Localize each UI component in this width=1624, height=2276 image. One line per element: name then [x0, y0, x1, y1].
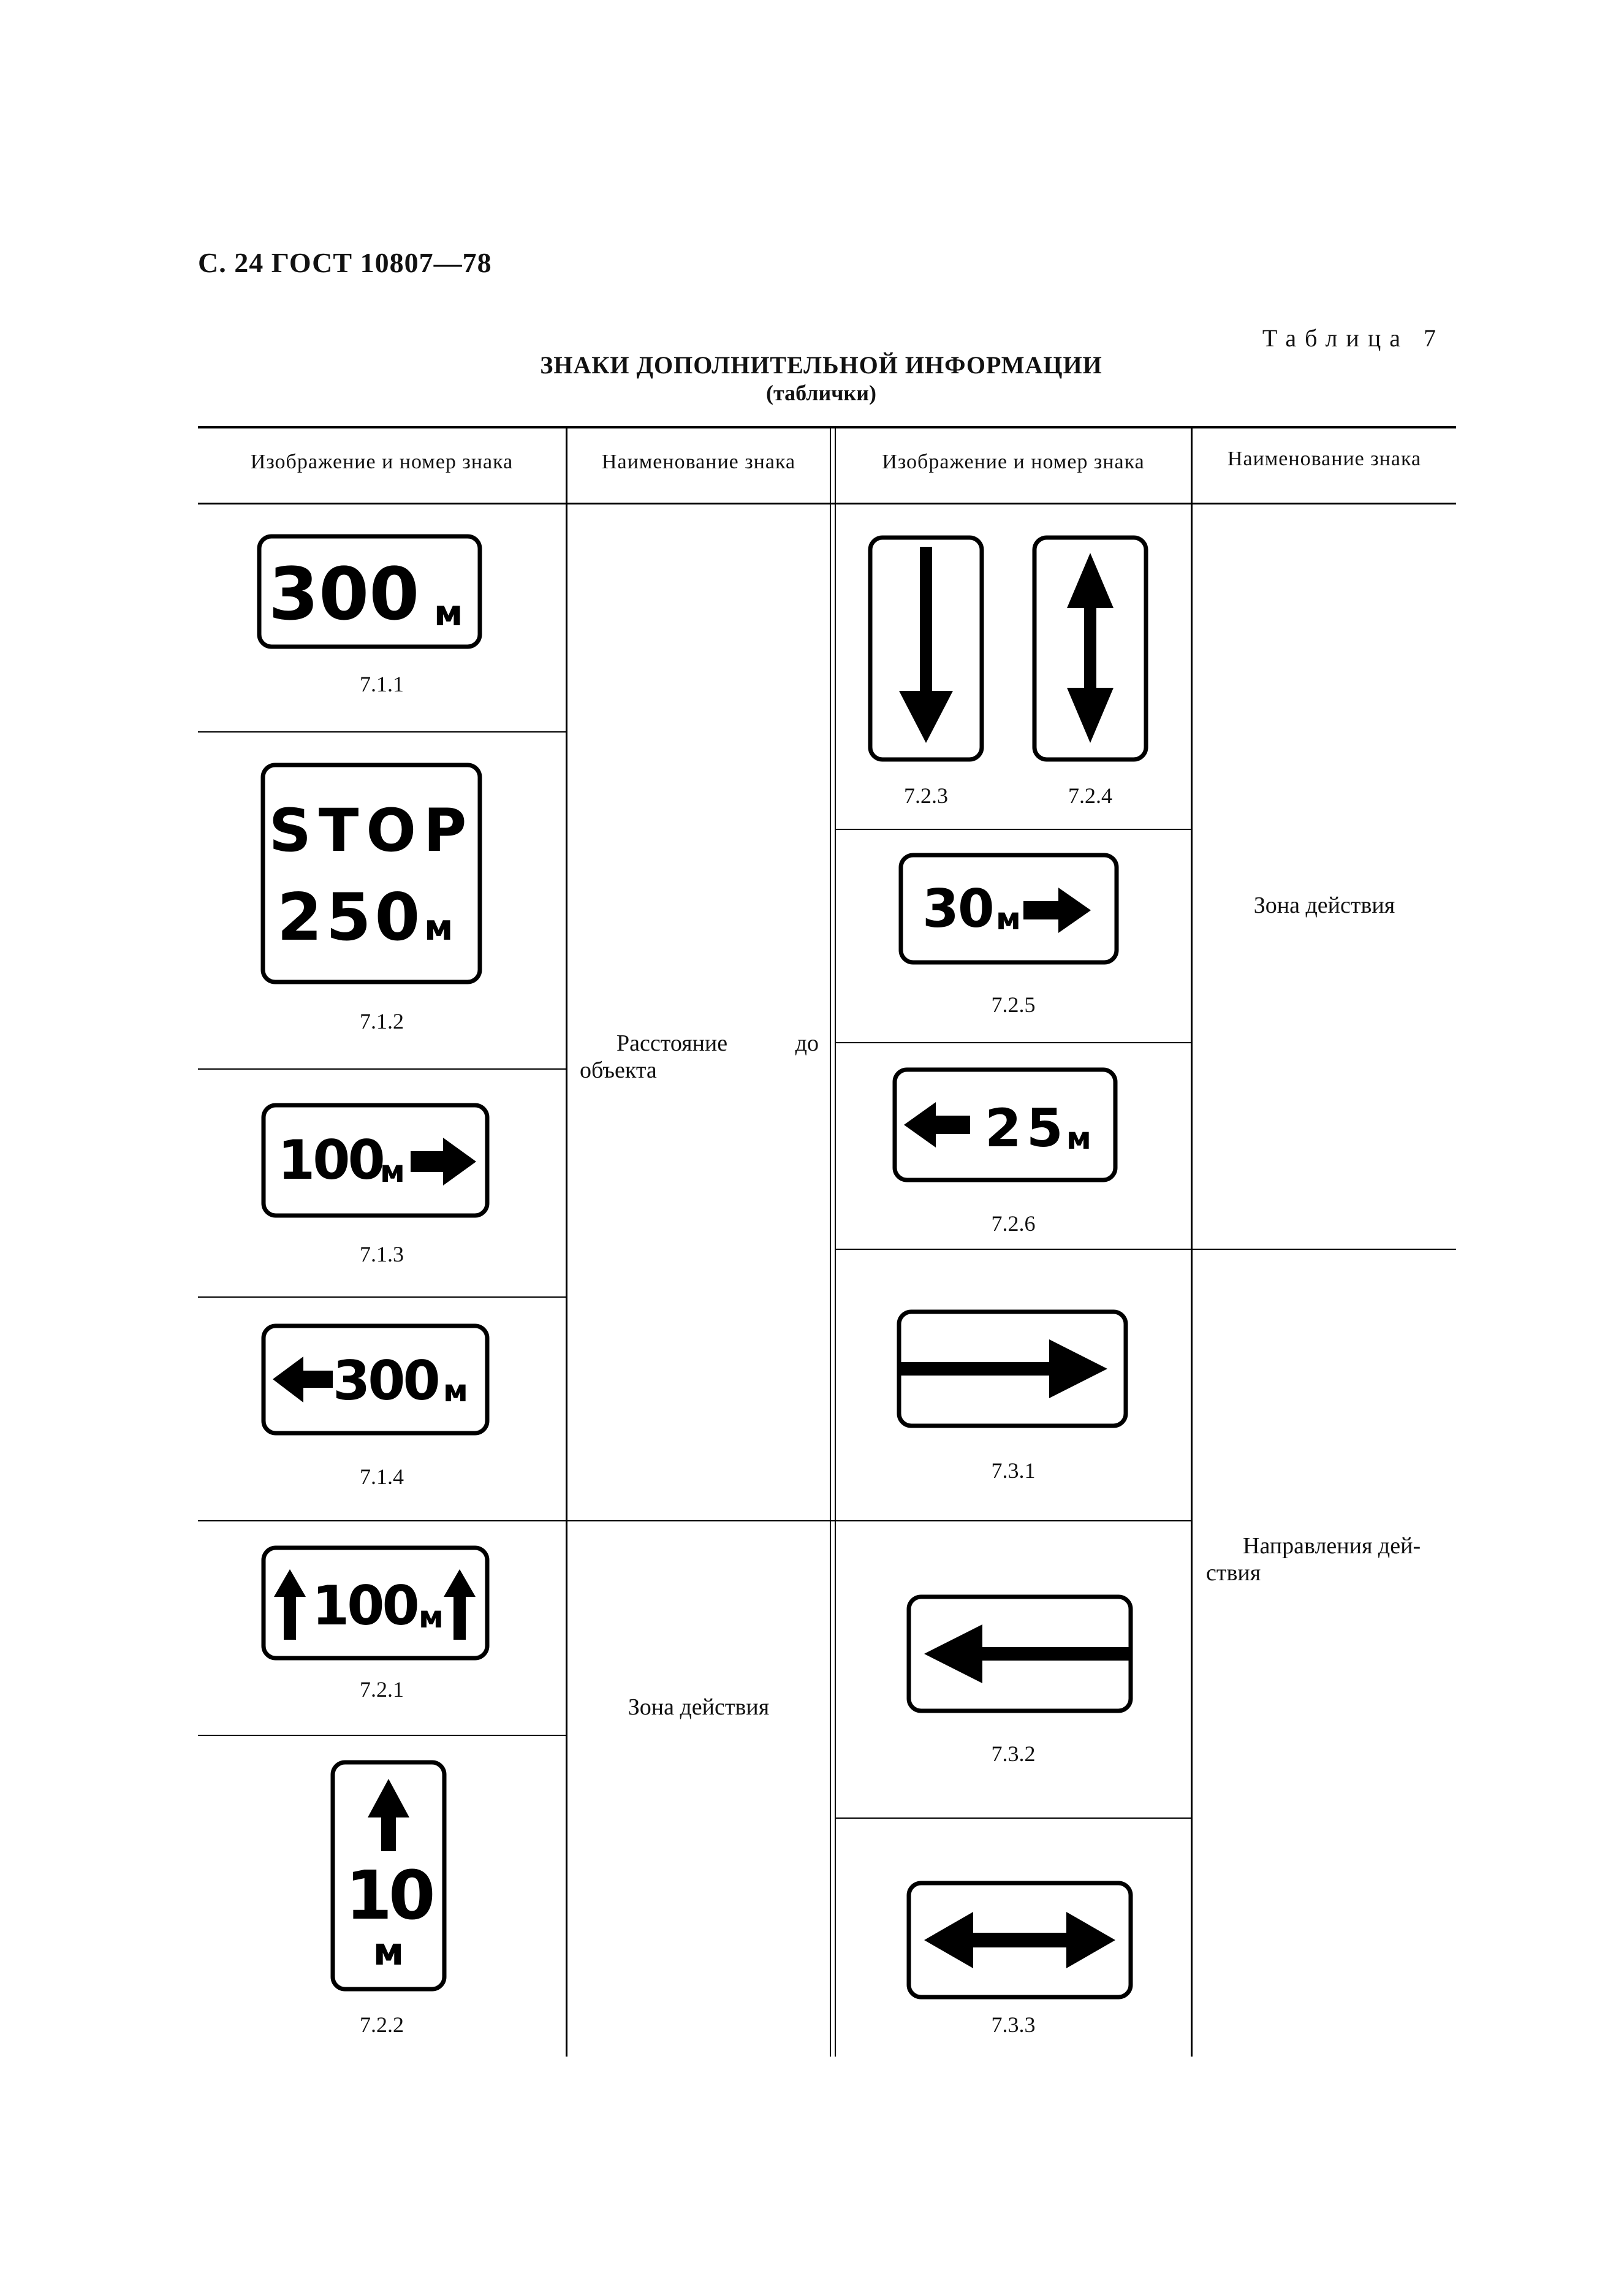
column-header-name: Наименование знака	[1227, 447, 1422, 470]
arrow-right-icon	[899, 1339, 1107, 1398]
table-subtitle: (таблички)	[766, 381, 876, 405]
row-divider	[198, 731, 566, 733]
column-divider-double-a	[830, 427, 831, 2057]
sign-name-line: Направления дей-	[1243, 1533, 1421, 1559]
sign-code: 7.2.2	[360, 2012, 404, 2037]
sign-code: 7.2.6	[991, 1211, 1036, 1236]
sign-unit-text: м	[419, 1599, 444, 1635]
sign-unit-text: м	[443, 1373, 468, 1409]
sign-7-2-2: 10 м	[330, 1760, 447, 1992]
sign-name-distance: Расстояние до объекта	[580, 1030, 819, 1084]
sign-7-1-3: 100 м	[261, 1103, 490, 1218]
arrow-right-icon	[411, 1138, 476, 1186]
sign-unit-text: м	[434, 592, 463, 634]
column-header-image: Изображение и номер знака	[250, 451, 514, 473]
sign-code: 7.2.3	[904, 783, 948, 808]
table-title: ЗНАКИ ДОПОЛНИТЕЛЬНОЙ ИНФОРМАЦИИ	[540, 351, 1102, 379]
sign-name-line: ствия	[1206, 1560, 1261, 1586]
double-arrow-horizontal-icon	[924, 1912, 1115, 1968]
sign-code: 7.2.4	[1068, 783, 1112, 808]
sign-name-word: Расстояние	[617, 1030, 728, 1056]
sign-name-line: объекта	[580, 1057, 657, 1083]
sign-7-3-3	[906, 1881, 1133, 2000]
arrow-up-icon	[444, 1569, 476, 1640]
row-divider	[835, 1520, 1192, 1521]
sign-7-3-1	[897, 1309, 1128, 1428]
sign-unit-text: м	[996, 901, 1021, 937]
sign-7-2-6: 25 м	[892, 1067, 1118, 1182]
sign-name-word: до	[795, 1030, 819, 1056]
column-divider-double-b	[835, 427, 836, 2057]
sign-7-3-2	[906, 1594, 1133, 1713]
row-divider	[198, 1520, 836, 1521]
sign-code: 7.1.4	[360, 1464, 404, 1489]
arrow-up-icon	[274, 1569, 306, 1640]
sign-code: 7.3.2	[991, 1741, 1036, 1766]
sign-7-2-5: 30 м	[898, 853, 1119, 965]
arrow-left-icon	[904, 1102, 970, 1148]
sign-number-text: 300	[268, 552, 419, 636]
sign-unit-text: м	[373, 1929, 404, 1974]
row-divider	[835, 1249, 1456, 1250]
sign-code: 7.2.1	[360, 1677, 404, 1702]
sign-number-text: 100	[312, 1574, 417, 1637]
sign-name-zone: Зона действия	[1253, 893, 1395, 918]
sign-7-1-4: 300 м	[261, 1323, 490, 1436]
arrow-left-icon	[924, 1624, 1131, 1683]
sign-7-2-1: 100 м	[261, 1545, 490, 1661]
sign-number-text: 10	[345, 1856, 433, 1935]
arrow-up-icon	[368, 1779, 409, 1851]
row-divider	[835, 1817, 1192, 1819]
sign-stop-text: STOP	[269, 796, 474, 865]
sign-unit-text: м	[1066, 1121, 1091, 1156]
sign-7-1-1: 300 м	[257, 534, 482, 649]
sign-unit-text: м	[424, 907, 453, 948]
row-divider	[835, 1042, 1192, 1043]
sign-7-1-2: STOP 250 м	[260, 763, 482, 984]
sign-number-text: 300	[333, 1349, 438, 1412]
sign-name-zone: Зона действия	[628, 1694, 770, 1720]
sign-unit-text: м	[380, 1154, 405, 1189]
arrow-down-icon	[899, 547, 953, 743]
sign-code: 7.2.5	[991, 992, 1036, 1017]
sign-code: 7.1.2	[360, 1009, 404, 1033]
row-divider	[198, 1735, 566, 1736]
sign-number-text: 25	[985, 1098, 1068, 1159]
column-divider	[1191, 427, 1193, 2057]
table-label: Таблица 7	[1262, 324, 1444, 352]
arrow-right-icon	[1023, 888, 1091, 933]
sign-number-text: 250	[277, 880, 423, 955]
sign-code: 7.1.3	[360, 1242, 404, 1266]
sign-name-direction: Направления дей- ствия	[1206, 1532, 1451, 1586]
column-header-name: Наименование знака	[601, 451, 796, 473]
page-reference: С. 24 ГОСТ 10807—78	[198, 247, 492, 278]
arrow-left-icon	[273, 1357, 333, 1403]
row-divider	[198, 1068, 566, 1070]
column-divider	[566, 427, 567, 2057]
sign-code: 7.3.3	[991, 2012, 1036, 2037]
sign-7-2-3	[868, 535, 984, 762]
sign-code: 7.1.1	[360, 672, 404, 696]
column-header-image: Изображение и номер знака	[882, 451, 1145, 473]
double-arrow-vertical-icon	[1067, 553, 1114, 743]
row-divider	[198, 1296, 566, 1298]
header-bottom-rule	[198, 503, 1456, 504]
sign-number-text: 30	[922, 878, 993, 940]
row-divider	[835, 829, 1192, 830]
sign-number-text: 100	[278, 1128, 383, 1192]
table-top-rule	[198, 426, 1456, 428]
sign-code: 7.3.1	[991, 1458, 1036, 1483]
sign-7-2-4	[1032, 535, 1148, 762]
